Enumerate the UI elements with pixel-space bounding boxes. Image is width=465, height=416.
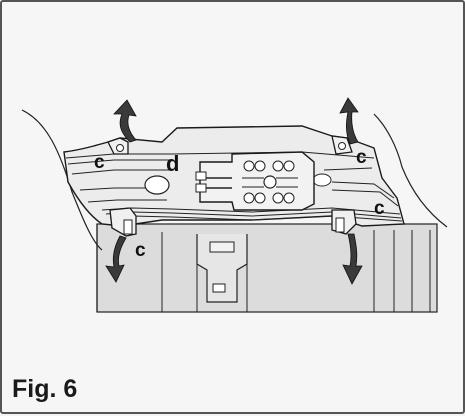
- clip-bottom-right: [331, 209, 357, 235]
- clip-bottom-left: [109, 207, 137, 237]
- label-c-top-right: c: [356, 147, 367, 168]
- oval-hole: [144, 175, 170, 195]
- lamp-holder: [195, 151, 315, 211]
- label-c-bottom-left: c: [135, 240, 146, 261]
- arrow-down-curved-icon: [342, 233, 363, 285]
- left-contour: [21, 109, 103, 251]
- lower-panel: [96, 223, 438, 313]
- arrow-down-curved-icon: [105, 235, 127, 283]
- arrow-up-curved-icon: [113, 99, 137, 143]
- label-c-top-left: c: [94, 152, 105, 173]
- label-c-mid-right: c: [374, 198, 385, 219]
- clip-top-left: [107, 137, 129, 155]
- label-d: d: [166, 151, 179, 176]
- right-contour: [373, 113, 448, 228]
- figure-caption: Fig. 6: [12, 375, 78, 403]
- arrow-up-curved-icon: [339, 97, 359, 145]
- clip-top-right: [331, 135, 353, 155]
